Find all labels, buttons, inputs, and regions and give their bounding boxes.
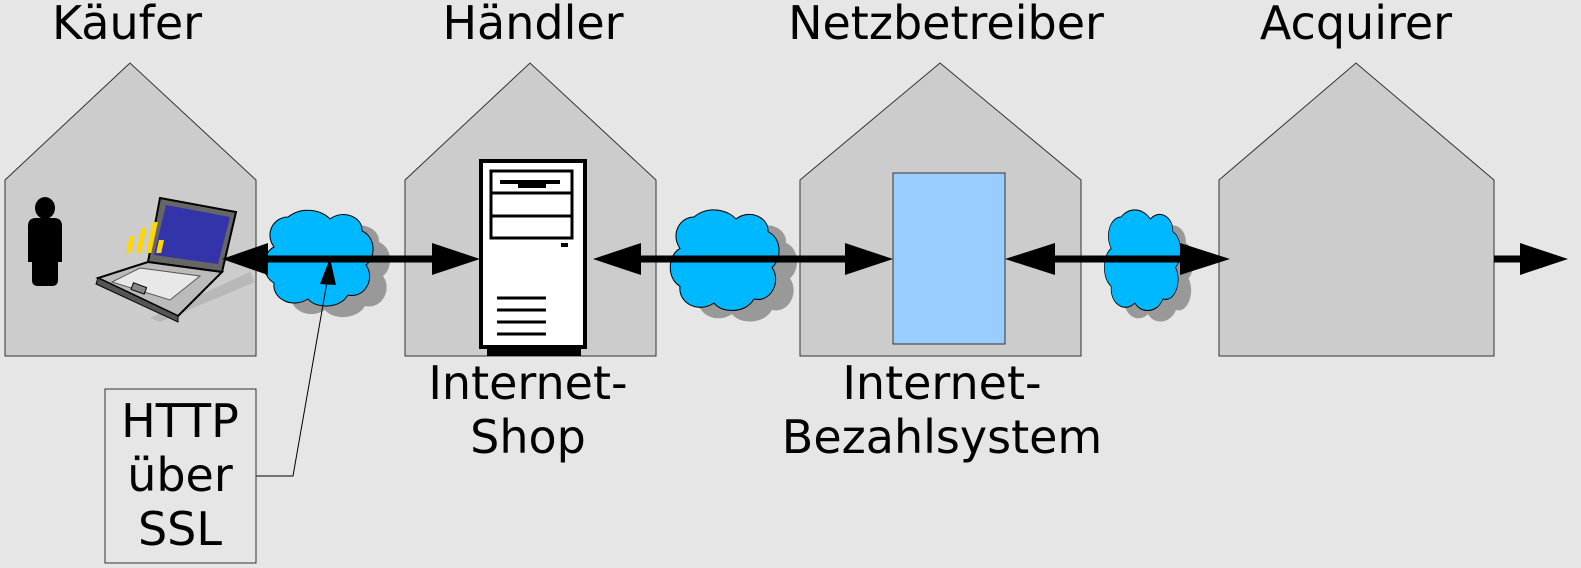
network-cloud-icon: [263, 209, 391, 318]
person-icon: [28, 197, 62, 286]
caption-shop-line-1: Internet-: [428, 356, 627, 410]
arrow-haendler-netzbetreiber: [593, 243, 893, 275]
arrow-netzbetreiber-acquirer: [1005, 243, 1230, 275]
laptop-icon: [95, 196, 255, 323]
caption-shop-line-2: Shop: [470, 410, 586, 464]
arrow-acquirer-out: [1494, 243, 1568, 275]
payment-system-box: [892, 172, 1006, 345]
server-icon: [479, 159, 587, 356]
header-kaeufer: Käufer: [52, 0, 202, 50]
network-cloud-icon: [669, 209, 798, 322]
caption-pay-line-1: Internet-: [842, 356, 1041, 410]
header-netzbetreiber: Netzbetreiber: [788, 0, 1104, 50]
arrow-kaeufer-haendler: [222, 243, 480, 275]
header-acquirer: Acquirer: [1260, 0, 1452, 50]
ssl-callout: HTTP über SSL: [104, 258, 336, 564]
caption-pay-line-2: Bezahlsystem: [782, 410, 1102, 464]
callout-line-1: HTTP: [121, 394, 239, 448]
callout-line-2: über: [127, 448, 233, 502]
header-haendler: Händler: [442, 0, 623, 50]
house-acquirer: [1218, 62, 1495, 357]
callout-line-3: SSL: [138, 502, 222, 556]
